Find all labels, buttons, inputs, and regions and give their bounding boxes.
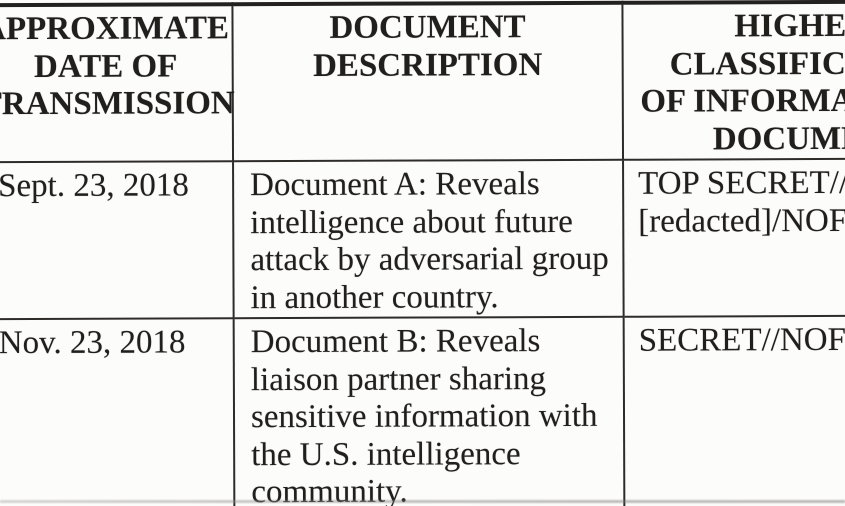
text-line: in another country. bbox=[250, 278, 499, 316]
text-line: SECRET//NOFO bbox=[638, 321, 845, 359]
text-line: DESCRIPTION bbox=[312, 46, 543, 84]
text-line: DATE OF bbox=[33, 47, 178, 85]
text-line: APPROXIMATE bbox=[0, 10, 230, 48]
document-b-date: Nov. 23, 2018 bbox=[0, 318, 235, 506]
document-a-classification: TOP SECRET//S[redacted]/NOFO bbox=[623, 158, 845, 317]
text-line: sensitive information with bbox=[250, 397, 598, 436]
text-line: the U.S. intelligence bbox=[251, 435, 521, 473]
text-line: intelligence about future bbox=[250, 203, 573, 241]
document-b-classification: SECRET//NOFO bbox=[623, 315, 845, 506]
text-line: TRANSMISSION bbox=[0, 85, 235, 123]
text-line: CLASSIFICATION bbox=[669, 44, 845, 83]
text-line: TOP SECRET//S bbox=[638, 164, 845, 202]
text-line: Document A: Reveals bbox=[250, 166, 540, 204]
scan-artifact-line bbox=[0, 500, 845, 503]
text-line: DOCUMENT bbox=[712, 120, 845, 157]
text-line: OF INFORMATION IN bbox=[640, 82, 845, 120]
text-line: Document B: Reveals bbox=[250, 323, 541, 361]
text-line: liaison partner sharing bbox=[250, 360, 547, 398]
text-line: [redacted]/NOFO bbox=[638, 202, 845, 240]
text-line: attack by adversarial group bbox=[250, 240, 609, 279]
text-line: HIGHEST bbox=[734, 7, 845, 45]
text-line: DOCUMENT bbox=[329, 9, 526, 46]
document-a-date: Sept. 23, 2018 bbox=[0, 161, 234, 320]
